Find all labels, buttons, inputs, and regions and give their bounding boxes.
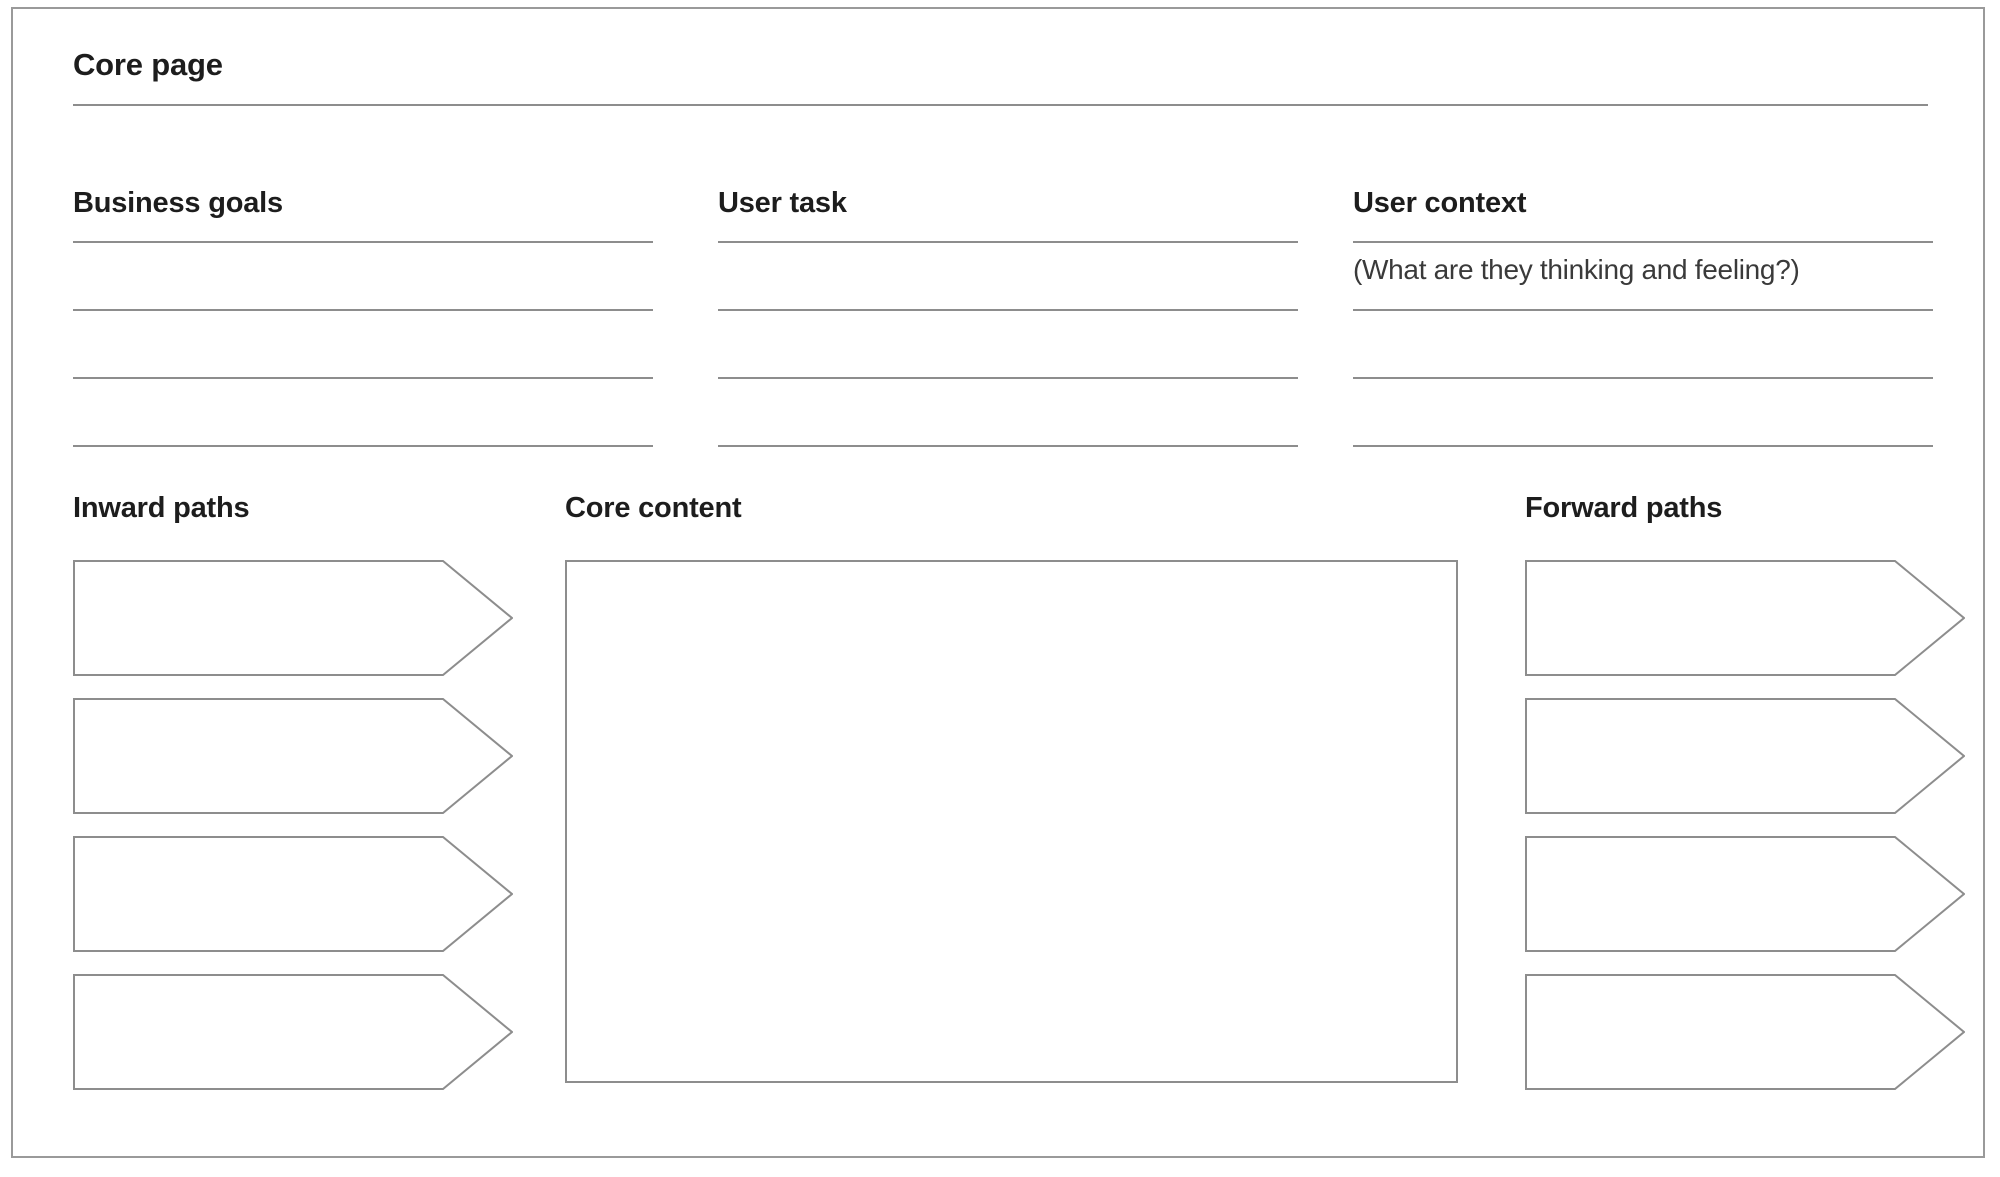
inward-paths-list: [73, 560, 513, 1112]
column-title-business-goals: Business goals: [73, 187, 283, 219]
column-business-goals: Business goals: [73, 189, 653, 513]
rule-line: [73, 377, 653, 379]
rule-line: [1353, 445, 1933, 447]
line-hint: (What are they thinking and feeling?): [1353, 254, 1800, 285]
inward-path-arrow[interactable]: [73, 560, 513, 676]
arrow-right-icon: [1525, 560, 1965, 676]
intent-columns: Business goals: [13, 189, 1983, 479]
forward-paths-list: [1525, 560, 1965, 1112]
arrow-right-icon: [73, 974, 513, 1090]
rule-line: [1353, 309, 1933, 311]
arrow-right-icon: [73, 698, 513, 814]
inward-path-arrow[interactable]: [73, 836, 513, 952]
forward-path-arrow[interactable]: [1525, 974, 1965, 1090]
rule-line: [73, 309, 653, 311]
rule-line: [718, 445, 1298, 447]
core-page-worksheet: Core page Business goals: [11, 7, 1985, 1158]
section-title-forward-paths: Forward paths: [1525, 492, 1723, 524]
page-title: Core page: [73, 47, 223, 82]
write-in-line[interactable]: [73, 241, 653, 309]
write-in-line[interactable]: [1353, 377, 1933, 445]
rule-line: [718, 377, 1298, 379]
section-title-inward-paths: Inward paths: [73, 492, 250, 524]
write-in-line[interactable]: [1353, 445, 1933, 513]
rule-line: [73, 445, 653, 447]
write-in-line[interactable]: [73, 309, 653, 377]
column-user-task: User task: [718, 189, 1298, 513]
write-in-lines-user-context: (What are they thinking and feeling?): [1353, 241, 1933, 513]
write-in-line[interactable]: [73, 445, 653, 513]
inward-path-arrow[interactable]: [73, 698, 513, 814]
write-in-lines-business-goals: [73, 241, 653, 513]
rule-line: [73, 241, 653, 243]
write-in-line[interactable]: (What are they thinking and feeling?): [1353, 241, 1933, 309]
inward-path-arrow[interactable]: [73, 974, 513, 1090]
forward-path-arrow[interactable]: [1525, 560, 1965, 676]
core-content-box[interactable]: [565, 560, 1458, 1083]
write-in-line[interactable]: [718, 241, 1298, 309]
arrow-right-icon: [1525, 698, 1965, 814]
section-title-core-content: Core content: [565, 492, 742, 524]
rule-line: [1353, 241, 1933, 243]
rule-line: [1353, 377, 1933, 379]
arrow-right-icon: [1525, 974, 1965, 1090]
column-title-user-task: User task: [718, 187, 847, 219]
write-in-line[interactable]: [718, 309, 1298, 377]
write-in-lines-user-task: [718, 241, 1298, 513]
forward-path-arrow[interactable]: [1525, 698, 1965, 814]
title-divider: [73, 104, 1928, 106]
column-title-user-context: User context: [1353, 187, 1527, 219]
paths-and-content-zone: Inward paths Core content Forward paths: [13, 492, 1983, 1132]
write-in-line[interactable]: [73, 377, 653, 445]
forward-path-arrow[interactable]: [1525, 836, 1965, 952]
arrow-right-icon: [73, 836, 513, 952]
column-user-context: User context (What are they thinking and…: [1353, 189, 1933, 513]
arrow-right-icon: [73, 560, 513, 676]
rule-line: [718, 241, 1298, 243]
rule-line: [718, 309, 1298, 311]
arrow-right-icon: [1525, 836, 1965, 952]
write-in-line[interactable]: [718, 445, 1298, 513]
write-in-line[interactable]: [1353, 309, 1933, 377]
write-in-line[interactable]: [718, 377, 1298, 445]
